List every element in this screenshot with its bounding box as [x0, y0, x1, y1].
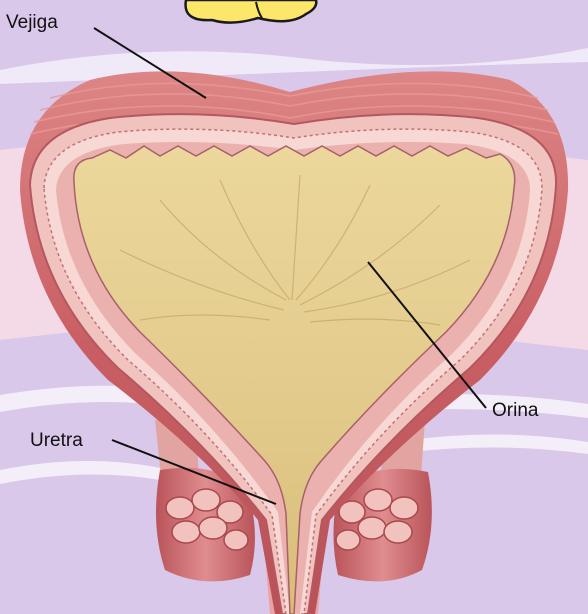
urethra-label: Uretra: [30, 430, 83, 452]
top-cartoon-shape: [186, 0, 317, 23]
urine-label: Orina: [492, 400, 538, 422]
bladder-label: Vejiga: [6, 12, 58, 34]
